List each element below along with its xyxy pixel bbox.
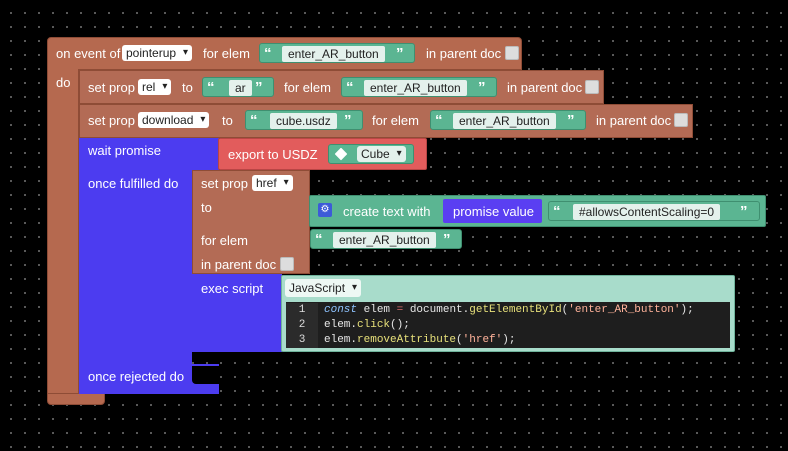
close-quote: ” <box>396 45 404 62</box>
once-fulfilled-label: once fulfilled do <box>88 176 179 191</box>
close-quote: ” <box>443 231 451 248</box>
line-number: 3 <box>286 333 318 348</box>
in-parent-doc-label: in parent doc <box>596 113 672 128</box>
event-block-spine <box>47 69 79 394</box>
close-quote: ” <box>255 79 263 96</box>
rel-value[interactable]: ar <box>229 80 252 96</box>
open-quote: “ <box>553 203 561 220</box>
elem-value[interactable]: enter_AR_button <box>333 232 436 248</box>
set-prop-label: set prop <box>88 113 135 128</box>
close-quote: ” <box>344 112 352 129</box>
in-parent-doc-label: in parent doc <box>507 80 583 95</box>
elem-string-block[interactable]: “ enter_AR_button ” <box>259 43 415 63</box>
gear-icon[interactable]: ⚙ <box>318 203 332 217</box>
elem-string-block[interactable]: “ enter_AR_button ” <box>430 110 586 130</box>
in-parent-doc-checkbox[interactable] <box>505 46 519 60</box>
to-label: to <box>222 113 233 128</box>
download-prop-dropdown[interactable]: download <box>138 112 210 128</box>
in-parent-doc-checkbox[interactable] <box>585 80 599 94</box>
event-type-dropdown[interactable]: pointerup <box>122 45 193 61</box>
export-usdz-label: export to USDZ <box>228 147 318 162</box>
elem-string-block[interactable]: “ enter_AR_button ” <box>341 77 497 97</box>
statement-slot <box>192 366 219 384</box>
fragment-string-block[interactable]: “ #allowsContentScaling=0 ” <box>548 201 760 221</box>
on-event-label: on event of <box>56 46 121 61</box>
to-label: to <box>182 80 193 95</box>
wait-promise-spine <box>79 170 192 394</box>
close-quote: ” <box>567 112 575 129</box>
open-quote: “ <box>346 79 354 96</box>
cube-icon <box>334 147 348 161</box>
code-editor[interactable]: 1 2 3 const elem = document.getElementBy… <box>286 302 730 348</box>
line-number: 1 <box>286 303 318 318</box>
do-label: do <box>56 75 71 90</box>
elem-string-block[interactable]: “ enter_AR_button ” <box>310 229 462 249</box>
open-quote: “ <box>250 112 258 129</box>
promise-value-block[interactable] <box>443 199 542 223</box>
elem-value[interactable]: enter_AR_button <box>282 46 385 62</box>
close-quote: ” <box>740 203 748 220</box>
rel-prop-dropdown[interactable]: rel <box>138 79 172 95</box>
elem-value[interactable]: enter_AR_button <box>364 80 467 96</box>
code-line-3[interactable]: elem.removeAttribute('href'); <box>324 334 516 346</box>
open-quote: “ <box>315 231 323 248</box>
open-quote: “ <box>207 79 215 96</box>
wait-promise-block[interactable] <box>79 138 219 170</box>
download-value-string-block[interactable]: “ cube.usdz ” <box>245 110 363 130</box>
wait-promise-label: wait promise <box>88 143 161 158</box>
rel-value-string-block[interactable]: “ ar ” <box>202 77 274 97</box>
set-prop-label: set prop <box>201 176 248 191</box>
for-elem-label: for elem <box>284 80 331 95</box>
in-parent-doc-label: in parent doc <box>426 46 502 61</box>
for-elem-label: for elem <box>201 233 248 248</box>
exec-script-block[interactable] <box>192 274 282 352</box>
promise-value-label: promise value <box>453 204 534 219</box>
for-elem-label: for elem <box>372 113 419 128</box>
exec-script-label: exec script <box>201 281 264 296</box>
open-quote: “ <box>264 45 272 62</box>
object-dropdown[interactable]: Cube <box>357 146 406 162</box>
once-rejected-label: once rejected do <box>88 369 185 384</box>
open-quote: “ <box>435 112 443 129</box>
event-block-footer <box>47 393 105 405</box>
language-dropdown[interactable]: JavaScript <box>285 279 362 297</box>
elem-value[interactable]: enter_AR_button <box>453 113 556 129</box>
to-label: to <box>201 200 212 215</box>
in-parent-doc-checkbox[interactable] <box>280 257 294 271</box>
create-text-label: create text with <box>343 204 431 219</box>
object-selector[interactable]: Cube <box>328 144 414 164</box>
code-line-1[interactable]: const elem = document.getElementById('en… <box>324 304 694 316</box>
fragment-value[interactable]: #allowsContentScaling=0 <box>573 204 721 220</box>
for-elem-label: for elem <box>203 46 250 61</box>
line-number: 2 <box>286 318 318 333</box>
download-value[interactable]: cube.usdz <box>270 113 337 129</box>
in-parent-doc-checkbox[interactable] <box>674 113 688 127</box>
close-quote: ” <box>478 79 486 96</box>
set-prop-label: set prop <box>88 80 135 95</box>
href-prop-dropdown[interactable]: href <box>252 175 293 191</box>
code-line-2[interactable]: elem.click(); <box>324 319 410 331</box>
in-parent-doc-label: in parent doc <box>201 257 277 272</box>
